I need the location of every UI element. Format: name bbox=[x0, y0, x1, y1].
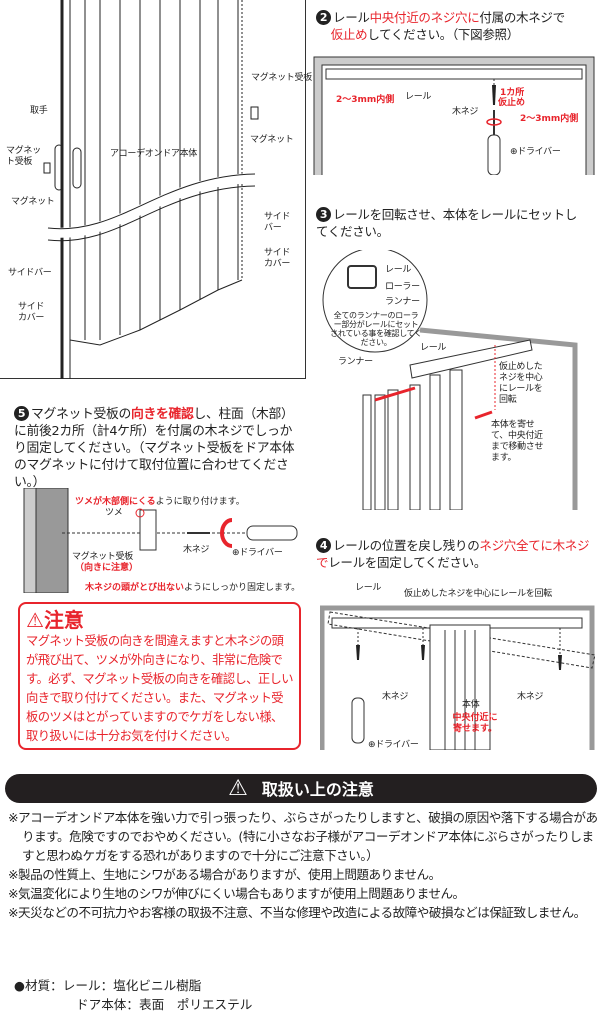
runner-diagram bbox=[322, 250, 578, 510]
materials-label: ●材質： bbox=[14, 978, 63, 993]
head-note: 木ネジの頭がとび出ないようにしっかり固定します。 bbox=[85, 580, 300, 593]
note-item: ※製品の性質上、生地にシワがある場合がありますが、使用上問題ありません。 bbox=[8, 867, 441, 882]
label-driver: ⊕ドライバー bbox=[368, 740, 419, 750]
label-rail: レール bbox=[355, 583, 382, 593]
label-side-bar-right: サイドバー bbox=[264, 212, 291, 233]
label-runner-detail: ランナー bbox=[385, 297, 420, 307]
label-rotate: 仮止めしたネジを中心にレールを回転 bbox=[499, 362, 543, 405]
label-magnet-plate-left: マグネット受板 bbox=[6, 146, 41, 167]
label-center: 中央付近に寄せます。 bbox=[452, 713, 498, 734]
label-rail-detail: レール bbox=[385, 265, 412, 275]
highlight: 仮止め bbox=[330, 27, 368, 42]
label-screw-right: 木ネジ bbox=[517, 692, 544, 702]
door-diagram: マグネット受板 取手 マグネット受板 アコーデオンドア本体 マグネット マグネッ… bbox=[0, 0, 312, 379]
body-value: 表面 ポリエステル bbox=[138, 997, 253, 1012]
label-one-place: 1カ所 bbox=[500, 88, 525, 98]
caution-box: ⚠注意 マグネット受板の向きを間違えますと木ネジの頭が飛び出て、ツメが外向きにな… bbox=[18, 602, 301, 750]
handling-notes: ※アコーデオンドア本体を強い力で引っ張ったり、ぶらさがったりしますと、破損の原因… bbox=[8, 808, 598, 922]
label-door-body: アコーデオンドア本体 bbox=[110, 149, 198, 159]
note-item: ※天災などの不可抗力やお客様の取扱不注意、不当な修理や改造による故障や破損などは… bbox=[8, 905, 586, 920]
label-screw: 木ネジ bbox=[452, 107, 479, 117]
warning-icon: ⚠ bbox=[228, 776, 248, 801]
warning-icon: ⚠ bbox=[26, 608, 44, 632]
materials: ●材質：レール：塩化ビニル樹脂 ドア本体：表面 ポリエステル bbox=[14, 976, 252, 1014]
step-number: 5 bbox=[14, 406, 29, 421]
label-driver: ⊕ドライバー bbox=[232, 548, 283, 558]
note-item: ※アコーデオンドア本体を強い力で引っ張ったり、ぶらさがったりしますと、破損の原因… bbox=[8, 810, 598, 863]
label-roller: ローラー bbox=[385, 282, 420, 292]
text: レールの位置を戻し残りの bbox=[333, 538, 480, 553]
note-item: ※気温変化により生地のシワが伸びにくい場合もありますが使用上問題ありません。 bbox=[8, 886, 465, 901]
label-screw: 木ネジ bbox=[183, 545, 210, 555]
label-rotate: 仮止めしたネジを中心にレールを回転 bbox=[404, 589, 552, 599]
label-body: 本体 bbox=[462, 700, 480, 710]
door-illustration bbox=[43, 0, 259, 379]
text: レール bbox=[333, 10, 370, 25]
text: レールを回転させ、本体をレールにセットしてください。 bbox=[316, 207, 578, 239]
fix-rail-diagram bbox=[320, 605, 595, 750]
label-side-bar-left: サイドバー bbox=[8, 268, 52, 278]
step-number: 2 bbox=[316, 10, 331, 25]
label-move: 本体を寄せて、中央付近まで移動させます。 bbox=[491, 420, 544, 463]
label-plate-note: （向きに注意） bbox=[75, 563, 139, 573]
caution-body: マグネット受板の向きを間違えますと木ネジの頭が飛び出て、ツメが外向きになり、非常… bbox=[26, 634, 294, 743]
label-plate: マグネット受板 bbox=[72, 552, 133, 562]
text: 付属の木ネジで bbox=[479, 10, 565, 25]
rail-diagram bbox=[313, 56, 595, 175]
label-runner: ランナー bbox=[338, 357, 373, 367]
label-rail: レール bbox=[405, 92, 432, 102]
body-label: ドア本体： bbox=[76, 997, 139, 1012]
label-rail-main: レール bbox=[420, 343, 447, 353]
label-screw-left: 木ネジ bbox=[382, 692, 409, 702]
label-inner-right: 2〜3mm内側 bbox=[520, 114, 579, 124]
highlight: ツメが木部側にくる bbox=[75, 497, 156, 507]
text: ように取り付けます。 bbox=[155, 497, 245, 507]
text: ようにしっかり固定します。 bbox=[184, 583, 301, 593]
text: してください。（下図参照） bbox=[367, 27, 519, 42]
label-magnet-plate-right: マグネット受板 bbox=[251, 73, 312, 83]
label-magnet-right: マグネット bbox=[250, 135, 294, 145]
handling-title: 取扱い上の注意 bbox=[261, 780, 374, 799]
label-claw: ツメ bbox=[105, 508, 123, 518]
rail-value: 塩化ビニル樹脂 bbox=[113, 978, 202, 993]
label-inner-left: 2〜3mm内側 bbox=[336, 95, 395, 105]
highlight: 木ネジの頭がとび出ない bbox=[85, 583, 185, 593]
highlight: ネジ穴全てに木ネジで bbox=[316, 538, 590, 570]
label-check: 全てのランナーのローラー部分がレールにセットされている事を確認してください。 bbox=[330, 311, 422, 347]
text: し、柱面（木部）に前後2カ所（計4ケ所）を付属の木ネジでしっかり固定してください… bbox=[14, 407, 295, 490]
highlight: 向きを確認 bbox=[130, 407, 194, 422]
handling-banner: ⚠ 取扱い上の注意 bbox=[5, 774, 597, 803]
label-handle: 取手 bbox=[30, 106, 48, 116]
label-driver: ⊕ドライバー bbox=[510, 147, 561, 157]
label-temp-fix: 仮止め bbox=[498, 98, 526, 108]
label-magnet-left: マグネット bbox=[11, 197, 55, 207]
label-side-cover-left: サイドカバー bbox=[18, 302, 45, 323]
step-number: 4 bbox=[316, 538, 331, 553]
claw-note: ツメが木部側にくるように取り付けます。 bbox=[75, 494, 245, 507]
highlight: 中央付近のネジ穴に bbox=[369, 10, 480, 25]
text: マグネット受板の bbox=[31, 407, 131, 422]
rail-label: レール： bbox=[62, 978, 114, 993]
step-number: 3 bbox=[316, 207, 331, 222]
magnet-plate-diagram bbox=[23, 488, 298, 593]
label-side-cover-right: サイドカバー bbox=[264, 248, 291, 269]
caution-title: 注意 bbox=[43, 608, 84, 632]
text: レールを固定してください。 bbox=[328, 555, 487, 570]
